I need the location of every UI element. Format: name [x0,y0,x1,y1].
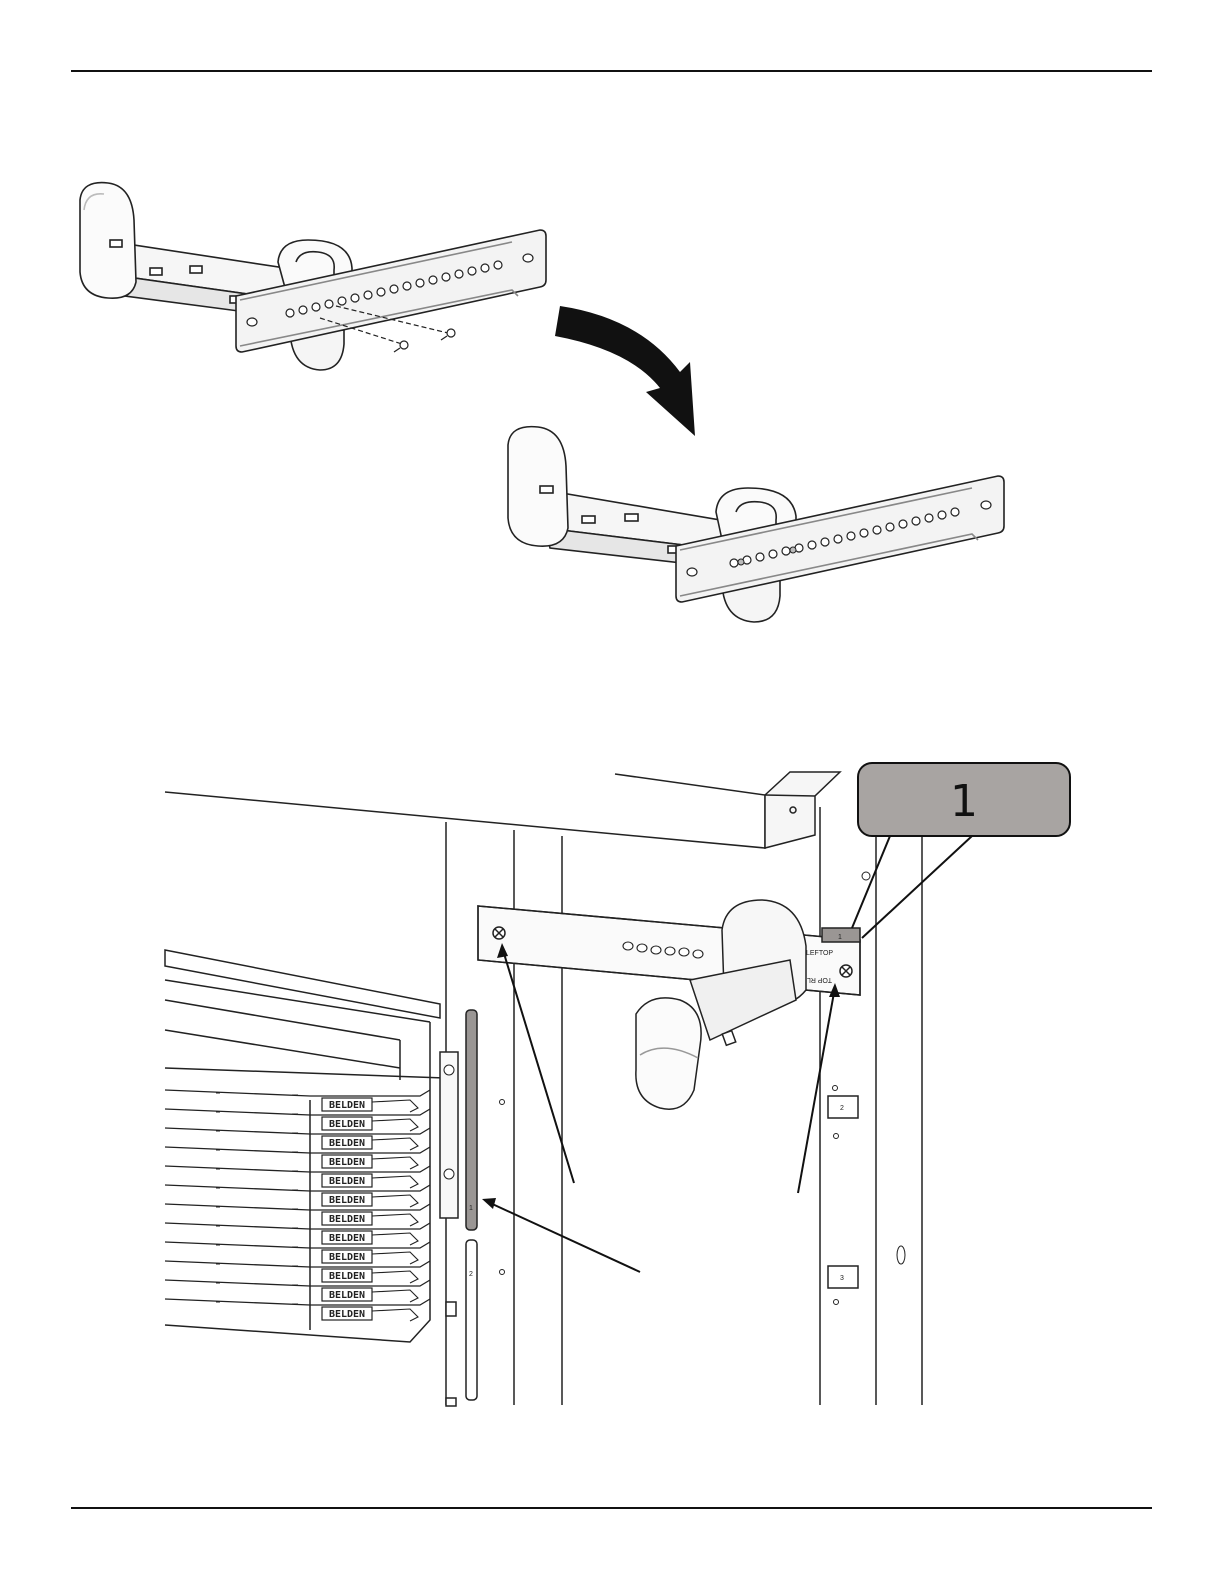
cassette-row: BELDEN [165,1280,430,1302]
cassette-brand-label: BELDEN [329,1195,365,1206]
cassette-row: BELDEN [165,1185,430,1207]
cable-guide-backplate-2 [508,427,568,547]
cassette-brand-label: BELDEN [329,1176,365,1187]
cassette-brand-label: BELDEN [329,1271,365,1282]
rack-tags [828,1096,858,1288]
cassette-row: BELDEN [165,1090,430,1112]
cassette-row: BELDEN [165,1147,430,1169]
cassette-brand-label: BELDEN [329,1138,365,1149]
leader-lines [488,836,972,1272]
rack-tag-3: 3 [840,1275,844,1282]
bracket-assembly-after [508,427,1004,622]
curved-arrow-icon [555,306,695,436]
cassette-row: BELDEN [165,1242,430,1264]
bracket-assembly-before [80,183,546,370]
bracket-marking-a: LEFTOP [806,950,833,957]
cassette-row: BELDEN [165,1223,430,1245]
rail-strip-number-top: 1 [469,1205,473,1212]
cassette-brand-label: BELDEN [329,1290,365,1301]
rack-top-panel [165,774,765,848]
cassette-row: BELDEN [165,1128,430,1150]
rack-tag-2: 2 [840,1105,844,1112]
cassette-brand-label: BELDEN [329,1119,365,1130]
patch-panel-ear [440,1052,458,1218]
rail-strip-number-lower: 2 [469,1271,473,1278]
cassette-rows: BELDEN BELDEN BELDEN BELDEN BELDEN BELDEN BELD… [165,1090,430,1321]
callout-label: 1 [950,776,978,827]
cassette-row: BELDEN [165,1109,430,1131]
rack-installation [165,763,1070,1406]
cassette-brand-label: BELDEN [329,1252,365,1263]
mounted-backplate [636,998,701,1109]
cassette-brand-label: BELDEN [329,1157,365,1168]
bracket-marking-b: TOP RL [807,976,832,983]
cassette-brand-label: BELDEN [329,1309,365,1320]
rail-label-strip [466,1010,477,1230]
cassette-row: BELDEN [165,1204,430,1226]
cassette-row: BELDEN [165,1261,430,1283]
patch-panel-chassis [165,950,445,1342]
cassette-brand-label: BELDEN [329,1214,365,1225]
cassette-row: BELDEN [165,1299,430,1321]
bracket-strip-number: 1 [838,934,842,941]
cassette-row: BELDEN [165,1166,430,1188]
cassette-brand-label: BELDEN [329,1233,365,1244]
cable-guide-backplate [80,183,136,299]
cassette-brand-label: BELDEN [329,1100,365,1111]
